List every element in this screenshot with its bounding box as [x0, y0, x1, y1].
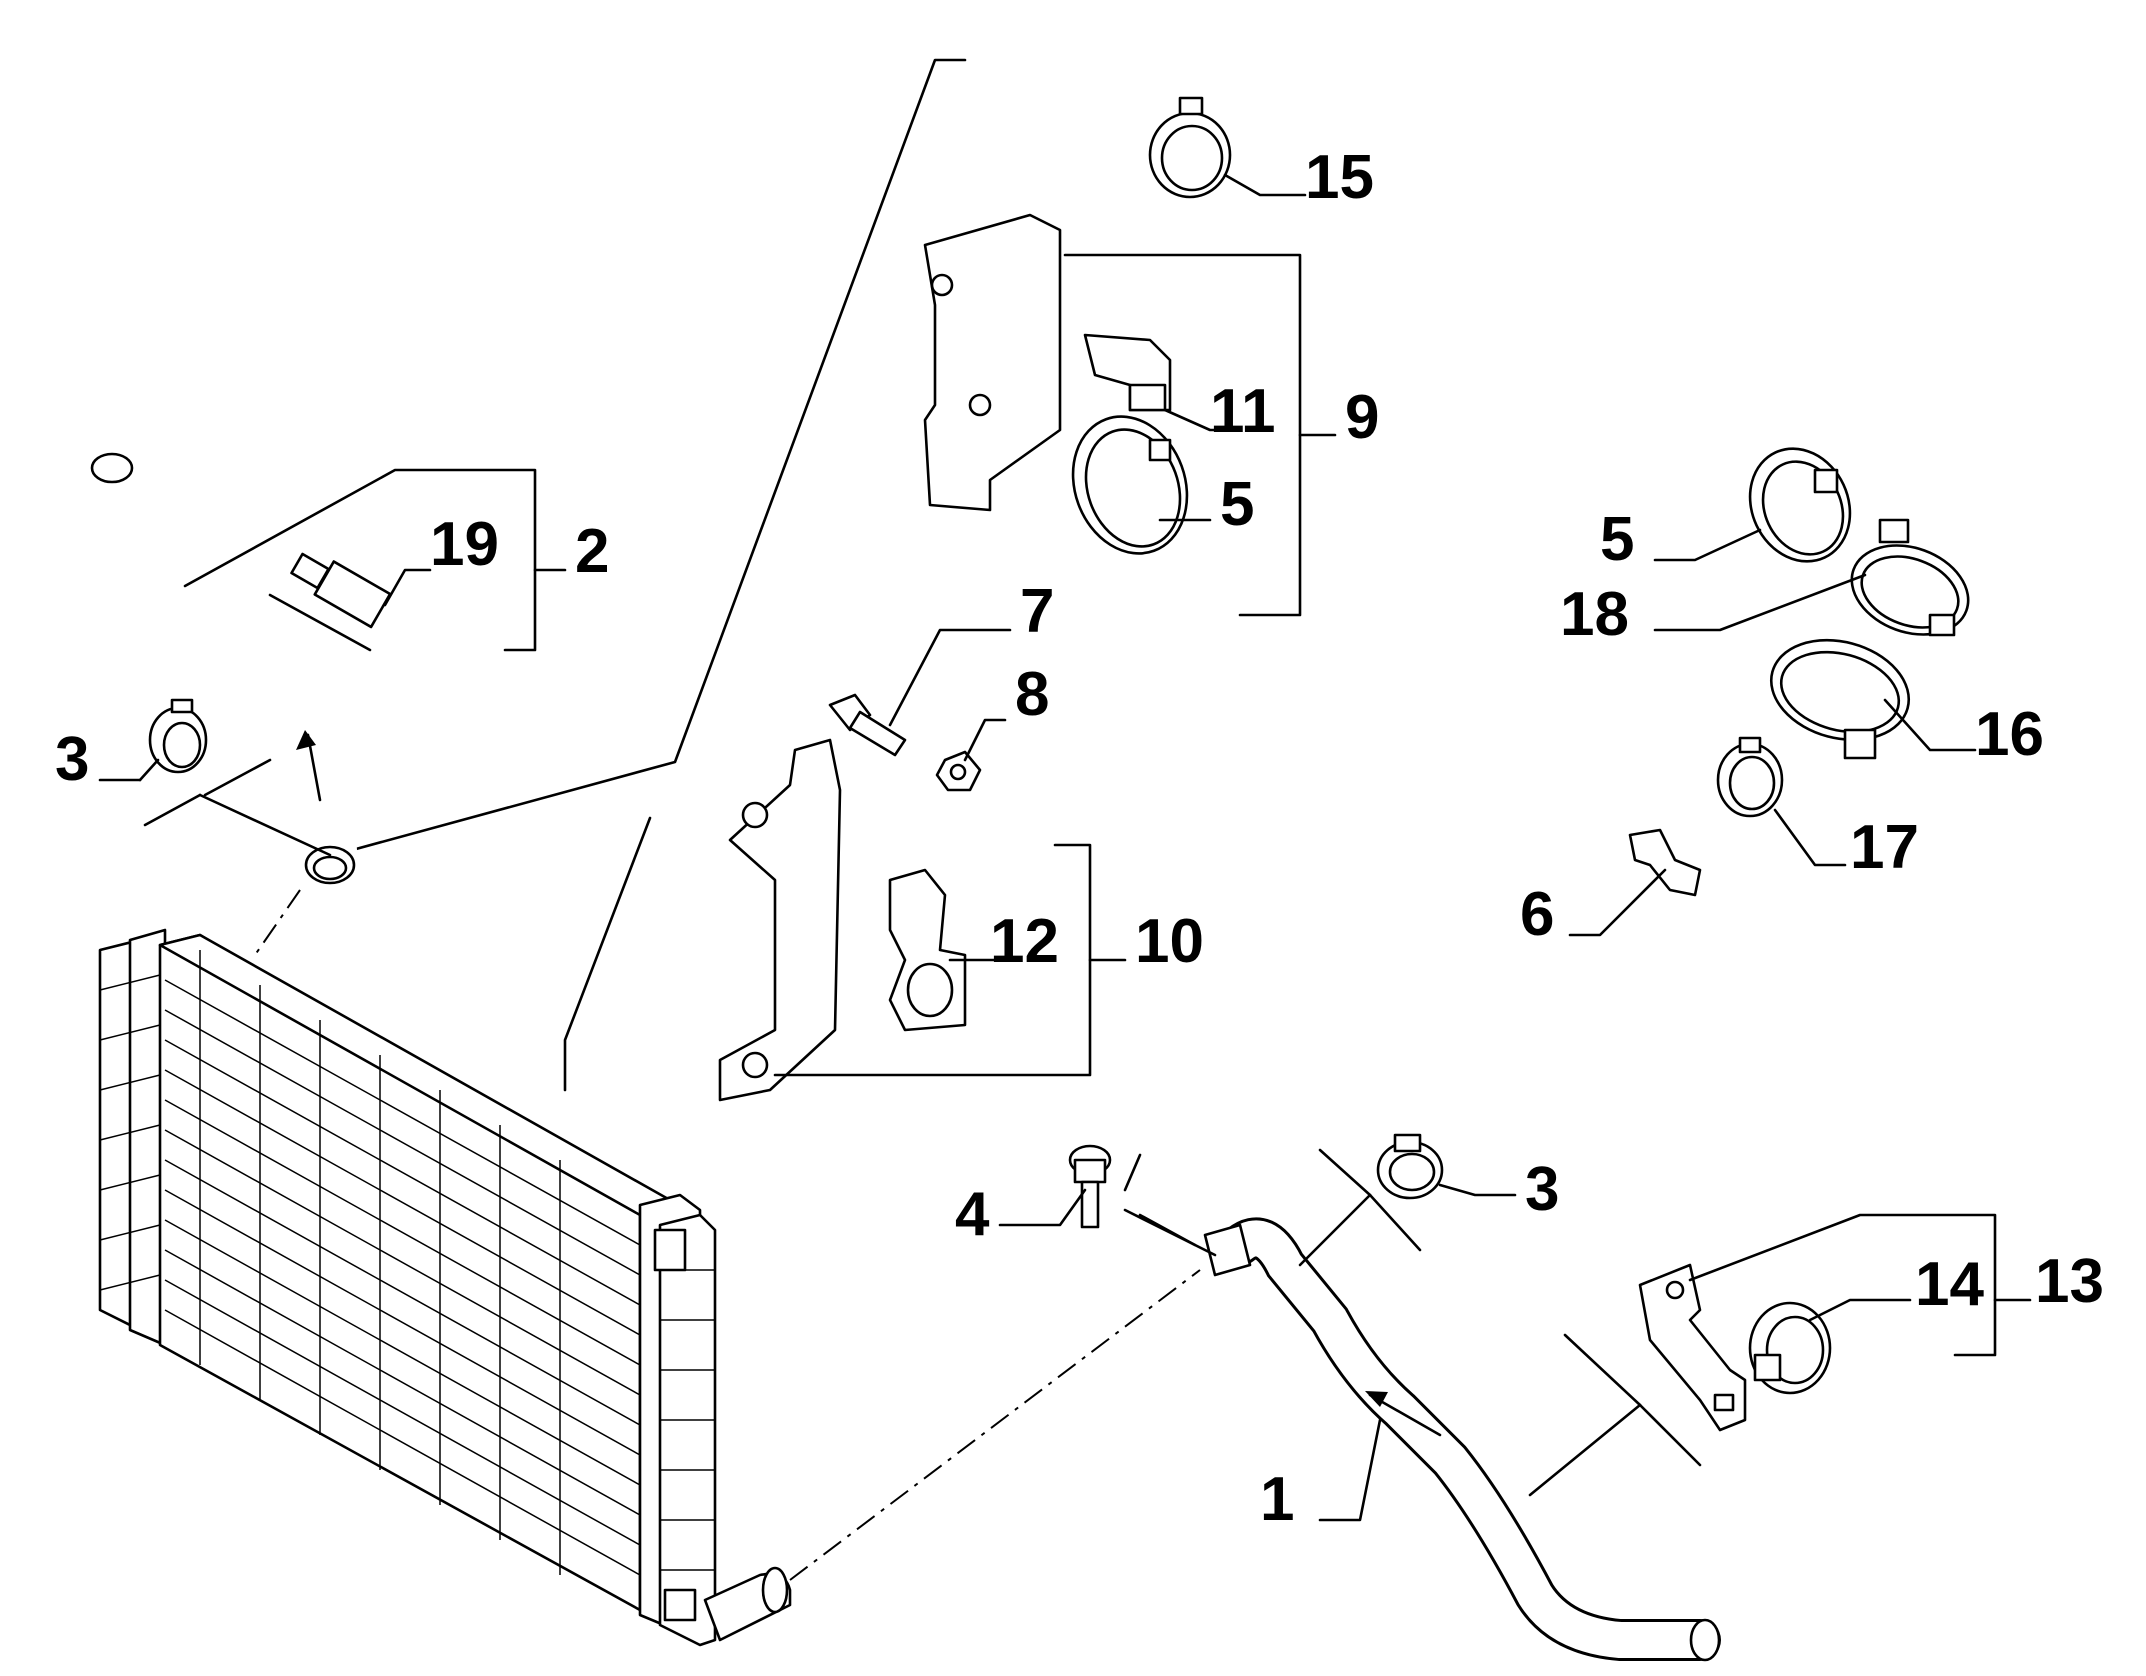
upper-hose — [42, 452, 357, 956]
bolt-7 — [828, 693, 907, 757]
callout-13: 13 — [2035, 1247, 2104, 1316]
callout-19: 19 — [430, 510, 499, 579]
callout-4: 4 — [955, 1180, 990, 1249]
clamp-17 — [1716, 736, 1784, 818]
bracket-10 — [718, 738, 842, 1102]
clamp-5-right — [1748, 447, 1852, 563]
temperature-sensor — [268, 552, 392, 652]
clamp-16 — [1769, 638, 1911, 760]
callout-6: 6 — [1520, 880, 1554, 949]
hose-clamp-right — [1376, 1133, 1444, 1200]
clip-6 — [1628, 828, 1702, 897]
callout-labels: 1 2 3 3 4 5 5 6 7 8 9 10 11 12 13 14 15 … — [55, 143, 2104, 1534]
callout-14: 14 — [1915, 1250, 1984, 1319]
clamp-5-upper — [1071, 415, 1189, 555]
callout-8: 8 — [1015, 660, 1049, 729]
clip-12 — [888, 868, 967, 1032]
clamp-15 — [1148, 96, 1232, 199]
nut-8 — [935, 750, 982, 792]
clamp-14 — [1748, 1301, 1832, 1395]
radiator — [98, 928, 792, 1647]
callout-2: 2 — [575, 517, 609, 586]
callout-11: 11 — [1210, 377, 1276, 446]
callout-3-right: 3 — [1525, 1155, 1559, 1224]
callout-18: 18 — [1560, 580, 1629, 649]
clamp-18 — [1850, 518, 1970, 637]
hose-clamp-left — [148, 698, 208, 774]
clip-11 — [1083, 333, 1172, 412]
bracket-13 — [1638, 1263, 1747, 1432]
callout-12: 12 — [990, 907, 1059, 976]
callout-5-upper: 5 — [1220, 470, 1254, 539]
lower-hose — [789, 1217, 1721, 1662]
callout-15: 15 — [1305, 143, 1374, 212]
callout-10: 10 — [1135, 907, 1204, 976]
callout-3-left: 3 — [55, 725, 89, 794]
callout-1: 1 — [1260, 1465, 1294, 1534]
callout-5-right: 5 — [1600, 505, 1634, 574]
assembly-outline-lines — [343, 58, 967, 1092]
callout-16: 16 — [1975, 700, 2044, 769]
leader-lines — [98, 173, 2032, 1522]
callout-17: 17 — [1850, 813, 1919, 882]
callout-9: 9 — [1345, 383, 1379, 452]
callout-7: 7 — [1020, 577, 1054, 646]
radiator-fins — [164, 950, 641, 1576]
bolt-4 — [1068, 1144, 1112, 1229]
bracket-9 — [923, 213, 1062, 512]
